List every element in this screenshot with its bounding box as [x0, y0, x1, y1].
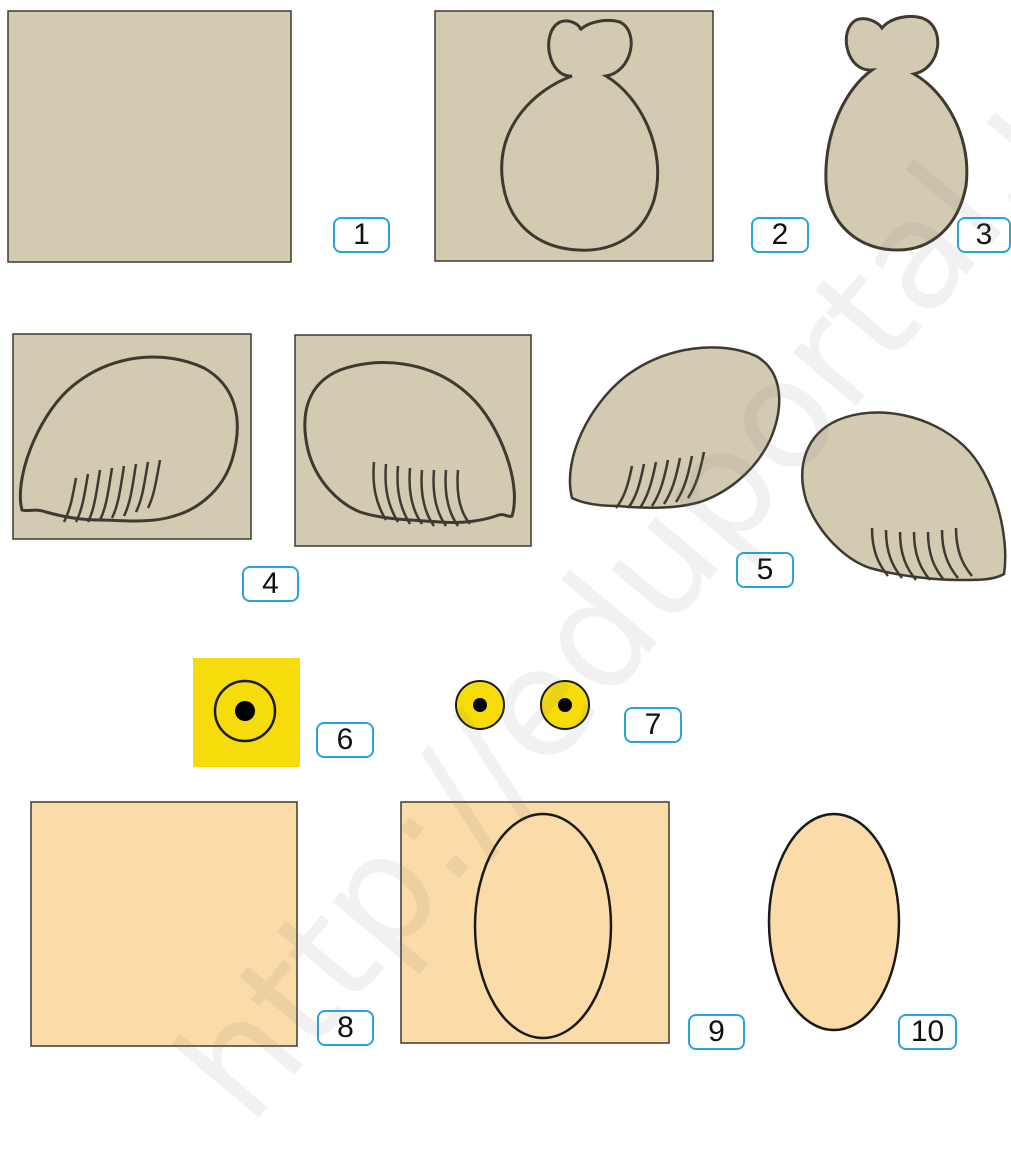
step6-pupil — [235, 701, 255, 721]
step8-beige-paper — [31, 802, 297, 1046]
step-number-badge-4: 4 — [242, 566, 299, 602]
step-number-badge-2: 2 — [751, 217, 809, 253]
step3-body-cutout — [826, 16, 967, 250]
craft-steps-illustration — [0, 0, 1011, 1051]
step10-oval-cutout — [769, 814, 899, 1030]
step-number-badge-7: 7 — [624, 707, 682, 743]
step7-pupil-right — [558, 698, 572, 712]
step-number-badge-6: 6 — [316, 722, 374, 758]
step-number-badge-5: 5 — [736, 552, 794, 588]
step9-beige-paper — [401, 802, 669, 1043]
step7-pupil-left — [473, 698, 487, 712]
step2-gray-paper — [435, 11, 713, 261]
step-number-badge-1: 1 — [333, 217, 390, 253]
step-number-badge-8: 8 — [317, 1010, 374, 1046]
step-number-badge-9: 9 — [688, 1014, 745, 1050]
step-number-badge-3: 3 — [957, 217, 1011, 253]
step1-gray-paper — [8, 11, 291, 262]
step4-gray-paper-left — [13, 334, 251, 539]
step-number-badge-10: 10 — [898, 1014, 957, 1050]
